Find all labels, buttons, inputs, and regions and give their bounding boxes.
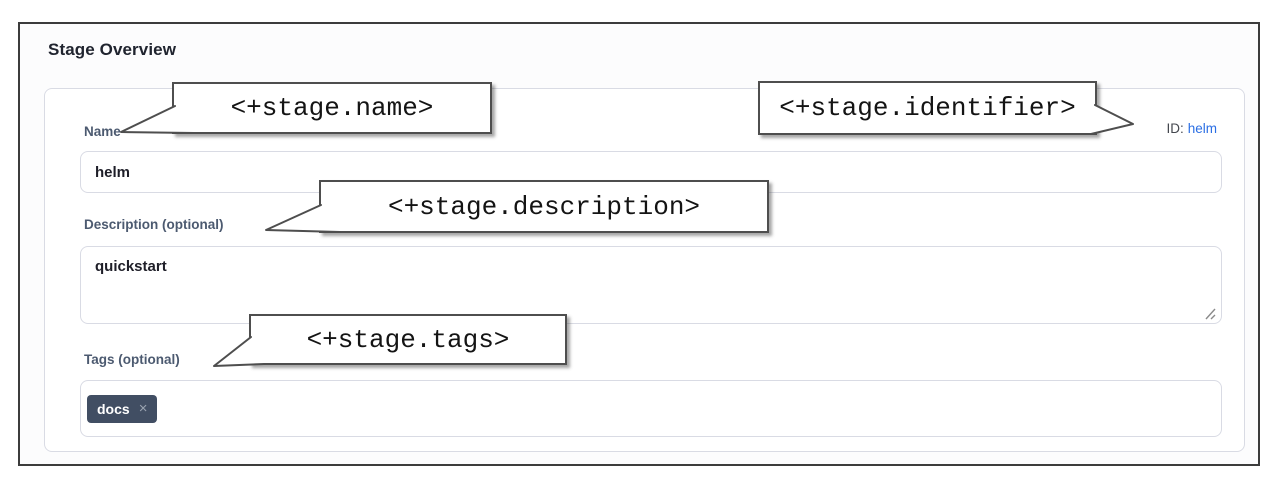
annotation-stage-name: <+stage.name> bbox=[172, 82, 492, 134]
annotation-stage-tags: <+stage.tags> bbox=[249, 314, 567, 365]
textarea-resize-handle-icon[interactable] bbox=[1203, 307, 1217, 321]
tag-chip-label: docs bbox=[97, 400, 130, 417]
tags-input[interactable]: docs × bbox=[80, 380, 1222, 437]
id-label: ID: bbox=[1166, 121, 1184, 136]
tag-remove-icon[interactable]: × bbox=[138, 400, 148, 417]
description-label: Description (optional) bbox=[84, 217, 224, 232]
name-label: Name bbox=[84, 124, 121, 139]
stage-id-row: ID: helm bbox=[1166, 121, 1217, 136]
id-value: helm bbox=[1187, 121, 1217, 136]
description-textarea[interactable]: quickstart bbox=[80, 246, 1222, 324]
page-title: Stage Overview bbox=[48, 40, 177, 59]
tag-chip[interactable]: docs × bbox=[87, 394, 158, 423]
annotation-stage-description: <+stage.description> bbox=[319, 180, 769, 233]
annotation-stage-identifier: <+stage.identifier> bbox=[758, 81, 1097, 135]
tags-label: Tags (optional) bbox=[84, 352, 180, 367]
